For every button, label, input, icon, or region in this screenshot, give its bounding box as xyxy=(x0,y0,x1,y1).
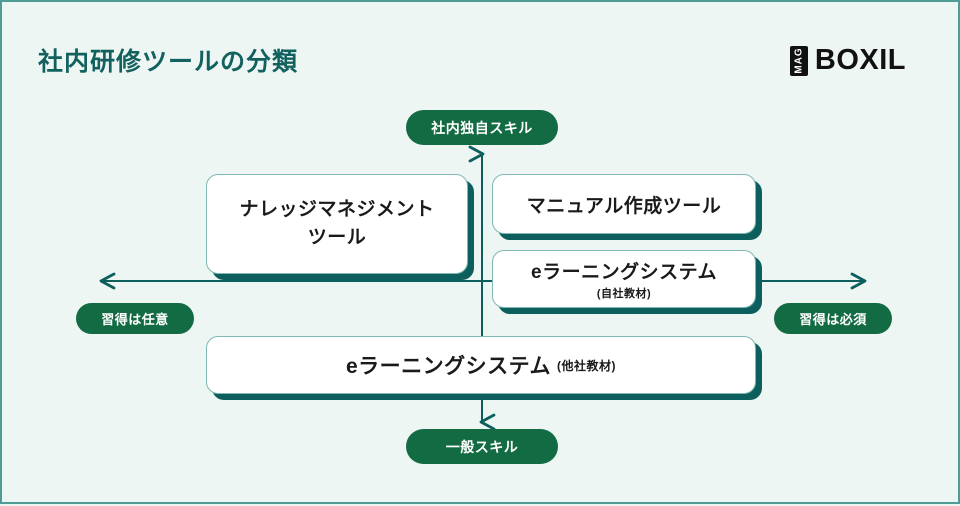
card-elearning-own-materials[interactable]: eラーニングシステム (自社教材) xyxy=(492,250,756,308)
axis-label-left-text: 習得は任意 xyxy=(101,312,169,327)
card-elearn-own-sub: (自社教材) xyxy=(596,288,652,300)
card-elearn-own-title: eラーニングシステム xyxy=(531,262,717,283)
card-elearning-other-materials[interactable]: eラーニングシステム (他社教材) xyxy=(206,336,756,394)
card-km-line1: ナレッジマネジメント xyxy=(239,199,435,221)
axis-label-bottom-text: 一般スキル xyxy=(445,438,519,455)
page-title: 社内研修ツールの分類 xyxy=(38,48,299,76)
brand-name: BOXIL xyxy=(814,44,906,76)
card-knowledge-management-tool[interactable]: ナレッジマネジメント ツール xyxy=(206,174,468,274)
card-elearn-other-title: eラーニングシステム xyxy=(345,355,552,378)
boxil-mag-logo: MAG BOXIL xyxy=(789,44,906,77)
card-km-line2: ツール xyxy=(307,227,367,248)
axis-label-left: 習得は任意 xyxy=(76,303,194,334)
card-elearn-other-sub: (他社教材) xyxy=(557,358,617,373)
axis-label-top-text: 社内独自スキル xyxy=(431,119,533,136)
axis-label-right-text: 習得は必須 xyxy=(799,312,867,327)
page-header: 社内研修ツールの分類 MAG BOXIL xyxy=(2,2,960,102)
card-manual-title: マニュアル作成ツール xyxy=(526,195,722,217)
card-km-text: ナレッジマネジメント ツール xyxy=(239,196,434,251)
axis-label-bottom: 一般スキル xyxy=(406,429,558,464)
axis-label-right: 習得は必須 xyxy=(774,303,892,334)
axis-label-top: 社内独自スキル xyxy=(406,110,558,145)
card-manual-creation-tool[interactable]: マニュアル作成ツール xyxy=(492,174,756,234)
mag-badge-icon: MAG xyxy=(789,45,808,76)
